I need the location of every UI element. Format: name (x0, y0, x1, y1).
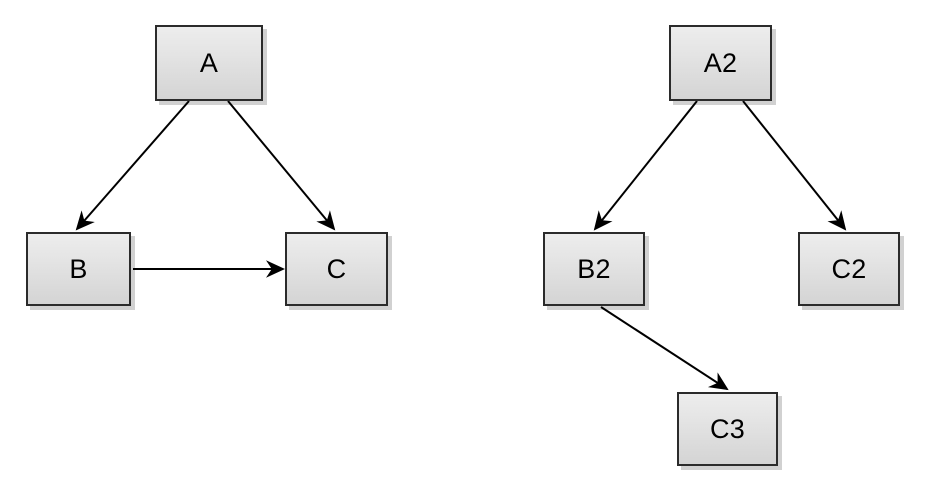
edge-a2-to-b2 (593, 100, 698, 231)
node-c2[interactable]: C2 (798, 232, 900, 306)
node-label-a: A (199, 47, 219, 78)
node-c3[interactable]: C3 (677, 392, 778, 466)
edge-a-to-b (75, 100, 190, 231)
node-label-b: B (69, 253, 88, 284)
node-a2[interactable]: A2 (669, 25, 772, 101)
node-label-a2: A2 (703, 47, 738, 78)
node-label-c3: C3 (710, 413, 745, 444)
node-label-b2: B2 (577, 253, 611, 284)
edges-group (75, 100, 847, 391)
node-b2[interactable]: B2 (543, 232, 645, 306)
node-label-c2: C2 (831, 253, 867, 284)
edge-a2-to-c2 (742, 100, 847, 231)
node-b[interactable]: B (26, 232, 131, 306)
node-c[interactable]: C (285, 232, 388, 306)
edge-b2-to-c3 (600, 306, 729, 391)
node-label-c: C (326, 253, 347, 284)
edge-a-to-c (227, 100, 336, 231)
node-a[interactable]: A (155, 25, 263, 101)
